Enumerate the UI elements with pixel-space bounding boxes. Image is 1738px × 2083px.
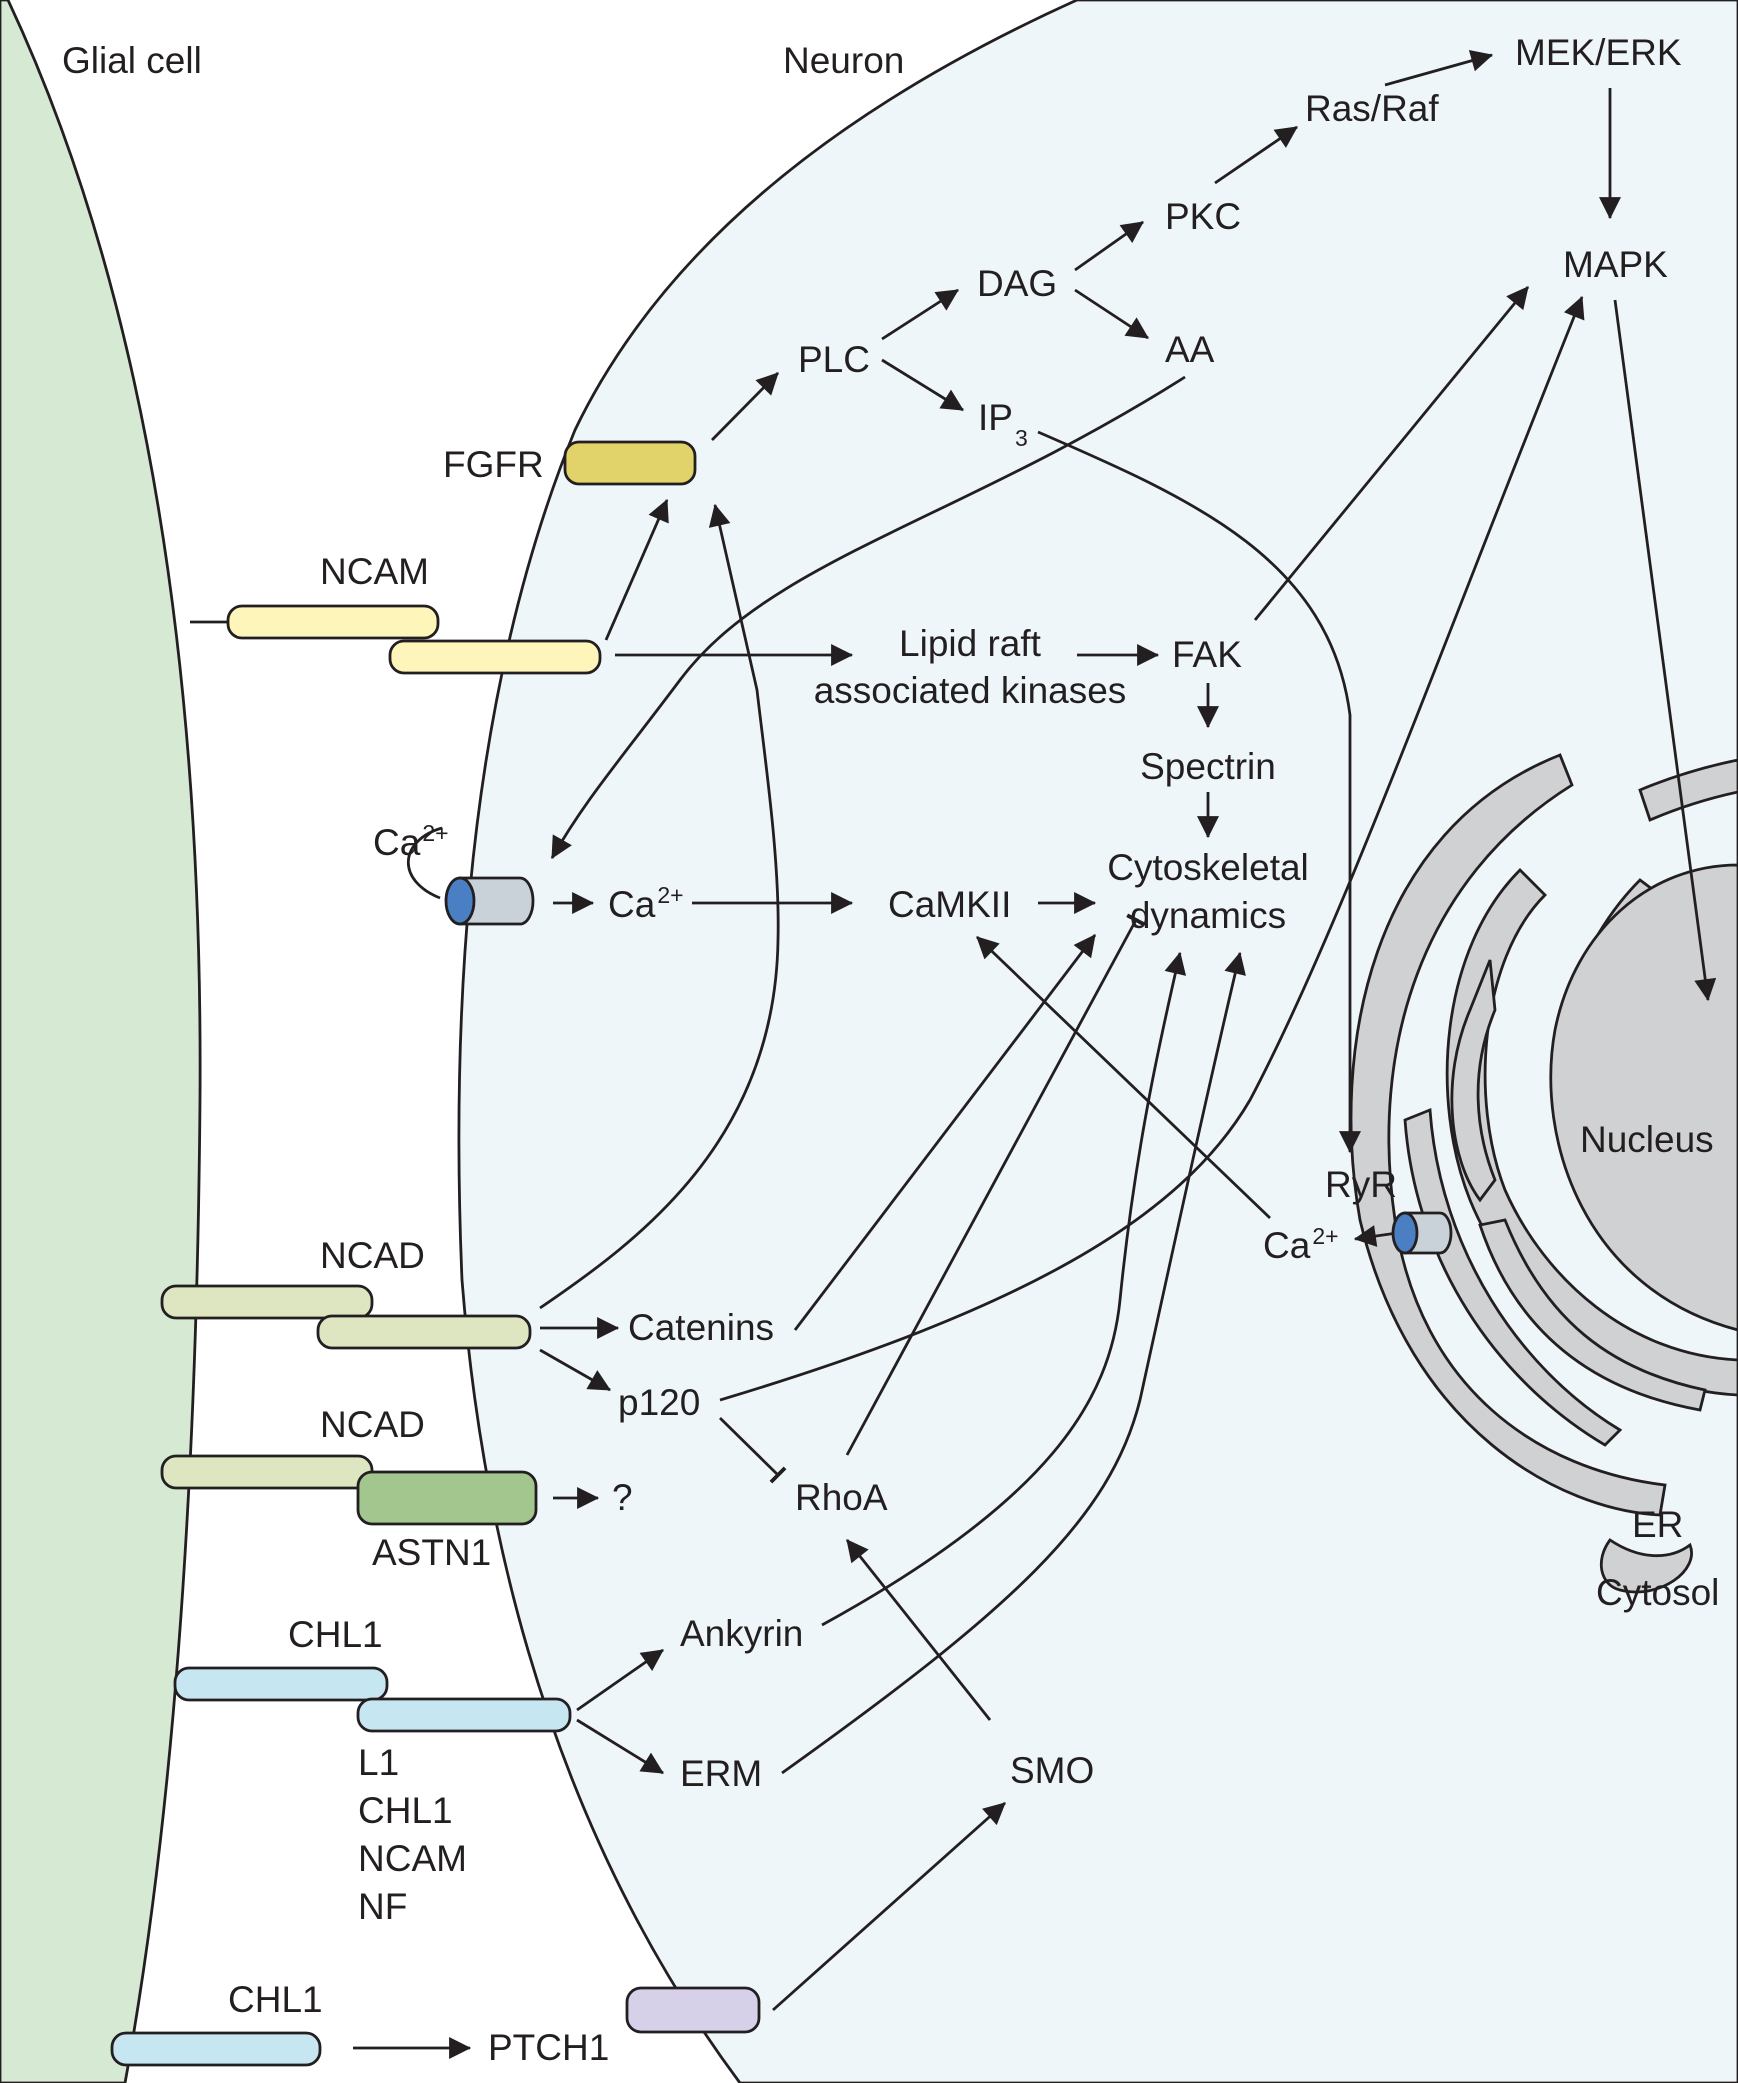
edge-erm-cyto (781, 951, 1246, 1775)
node-p120: p120 (618, 1382, 700, 1423)
edge-rhoa-cyto (845, 913, 1146, 1456)
ncad-label-1: NCAD (320, 1235, 425, 1276)
node-ryr: RyR (1325, 1164, 1397, 1205)
chl1-glial-2 (110, 2031, 322, 2067)
node-ankyrin: Ankyrin (680, 1613, 803, 1654)
edge-p120-mapk (719, 295, 1585, 1402)
node-erm: ERM (680, 1753, 762, 1794)
node-plc: PLC (798, 339, 870, 380)
glial-cell-label: Glial cell (62, 40, 202, 81)
node-ras-raf: Ras/Raf (1305, 88, 1439, 129)
er-label: ER (1632, 1504, 1683, 1545)
ptch1-label: PTCH1 (488, 2027, 609, 2068)
edge-plc-dag (881, 288, 959, 341)
astn1-label: ASTN1 (372, 1532, 491, 1573)
edge-fgfr-plc (711, 372, 779, 441)
edge-ip3-ryr (1037, 430, 1361, 1154)
binding-partner-nf: NF (358, 1886, 407, 1927)
node-pkc: PKC (1165, 196, 1241, 237)
ncam-glial (226, 604, 440, 640)
node-cyto-line1: Cytoskeletal (1107, 847, 1309, 888)
edge-ca-entry-curve (406, 826, 443, 900)
edge-ncam-fgfr (604, 498, 669, 641)
fgfr-receptor (563, 440, 697, 486)
binding-partner-chl1: CHL1 (358, 1790, 453, 1831)
node-dag: DAG (977, 263, 1057, 304)
fgfr-label: FGFR (443, 444, 544, 485)
astn1-receptor (356, 1470, 538, 1526)
edge-rasraf-mekerk (1384, 50, 1494, 87)
edge-ncad-p120 (539, 1348, 611, 1392)
chl1-glial-1 (173, 1666, 389, 1702)
ncad-label-2: NCAD (320, 1404, 425, 1445)
edge-pkc-rasraf (1214, 125, 1298, 185)
edge-aa-ca-channel (550, 375, 1186, 859)
edge-ncad-fgfr (539, 503, 780, 1310)
edge-dag-aa (1074, 288, 1149, 340)
node-fak: FAK (1172, 634, 1242, 675)
node-ca-ext: Ca2+ (373, 820, 449, 863)
node-camkii: CaMKII (888, 884, 1011, 925)
edge-p120-rhoa (719, 1417, 787, 1484)
node-question: ? (612, 1477, 633, 1518)
node-mek-erk: MEK/ERK (1515, 32, 1682, 73)
neuron-body (457, 0, 1738, 2083)
ca-channel (444, 876, 535, 926)
edge-chl1-erm (576, 1718, 664, 1775)
binding-partner-l1: L1 (358, 1742, 399, 1783)
cytosol-label: Cytosol (1596, 1572, 1719, 1613)
chl1-label-1: CHL1 (288, 1614, 383, 1655)
edge-dag-pkc (1074, 220, 1144, 272)
node-spectrin: Spectrin (1140, 746, 1276, 787)
node-mapk: MAPK (1563, 244, 1668, 285)
edge-catenins-cyto (793, 934, 1097, 1331)
glial-cell-body (0, 0, 202, 2083)
edge-ankyrin-cyto (821, 951, 1187, 1627)
neuron-label: Neuron (783, 40, 904, 81)
edge-ptch1-smo (772, 1801, 1006, 2012)
edge-chl1-ankyrin (576, 1648, 664, 1712)
chl1-label-2: CHL1 (228, 1979, 323, 2020)
ncam-neuron (388, 639, 602, 675)
node-ca-er: Ca2+ (1263, 1223, 1339, 1266)
edge-plc-ip3 (881, 358, 964, 412)
node-ip3: IP3 (978, 397, 1028, 451)
nucleus (1549, 863, 1738, 1332)
edge-fak-mapk (1253, 286, 1530, 621)
node-aa: AA (1165, 329, 1215, 370)
ncad-glial-1 (160, 1284, 374, 1320)
edge-ca-camkii-2 (976, 935, 1271, 1220)
node-lipid-raft-line1: Lipid raft (899, 623, 1042, 664)
node-lipid-raft-line2: associated kinases (814, 670, 1127, 711)
node-ca-int: Ca2+ (608, 882, 684, 925)
membrane-proteins (110, 440, 1453, 2067)
node-catenins: Catenins (628, 1307, 774, 1348)
ptch1-receptor (625, 1986, 761, 2034)
chl1-neuron (356, 1697, 572, 1733)
node-rhoa: RhoA (795, 1477, 888, 1518)
nucleus-label: Nucleus (1580, 1119, 1714, 1160)
edge-smo-rhoa (845, 1539, 992, 1721)
ryr-channel (1391, 1211, 1453, 1255)
node-cyto-line2: dynamics (1130, 895, 1286, 936)
ncad-glial-2 (160, 1454, 374, 1490)
binding-partner-ncam: NCAM (358, 1838, 467, 1879)
ncad-neuron-1 (316, 1314, 532, 1350)
node-smo: SMO (1010, 1750, 1094, 1791)
signaling-edges (190, 50, 1717, 2059)
edge-mapk-nucleus (1613, 299, 1717, 1002)
ncam-label: NCAM (320, 551, 429, 592)
